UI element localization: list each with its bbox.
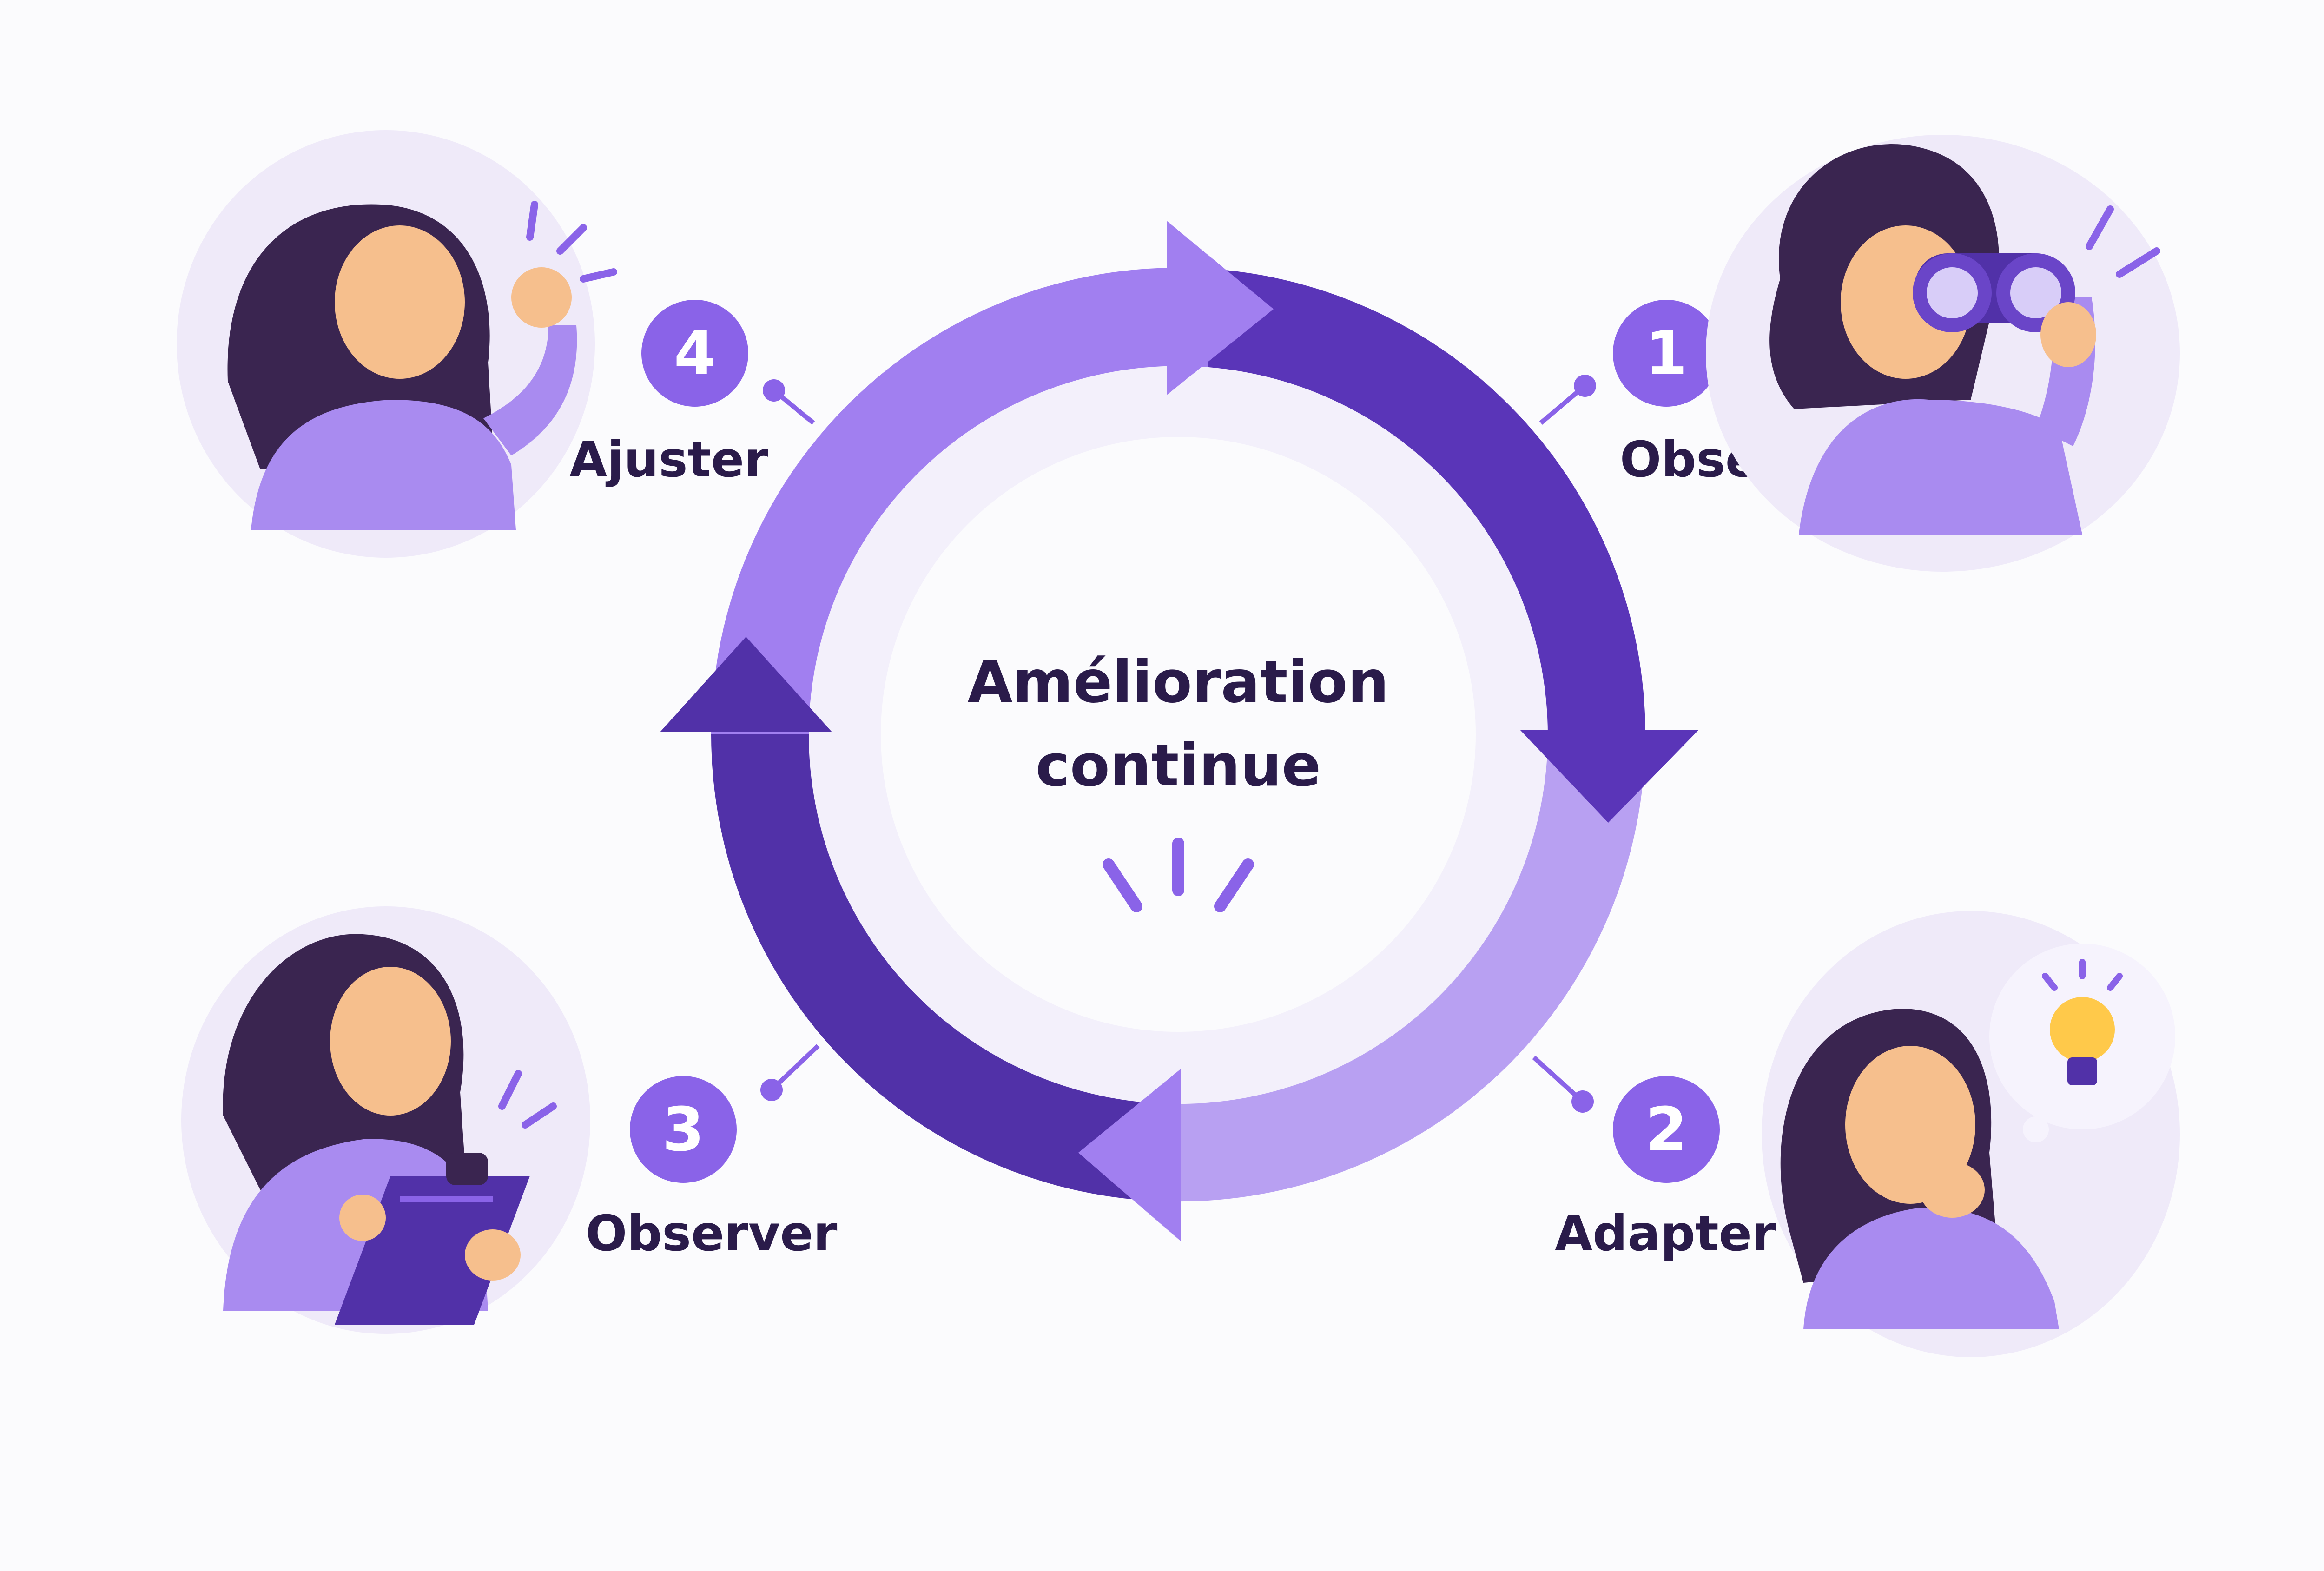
step-3: 3 Observer <box>181 906 838 1334</box>
woman-thinking-illustration <box>1762 911 2180 1357</box>
cycle-ring: Amélioration continue <box>660 221 1699 1241</box>
step-2-label: Adapter <box>1555 1205 1776 1262</box>
woman-binoculars-illustration <box>1706 135 2180 572</box>
arrowhead-left <box>660 637 832 732</box>
ring-segment-bottom-left <box>711 734 1171 1201</box>
step-2: 2 Adapter <box>1555 911 2180 1357</box>
ring-segment-top-right <box>1208 269 1645 734</box>
connectors <box>760 375 1596 1113</box>
center-title-line2: continue <box>1036 732 1321 799</box>
step-3-label: Observer <box>586 1205 838 1262</box>
step-2-badge <box>1613 1076 1720 1183</box>
arrowhead-bottom <box>1078 1069 1181 1241</box>
arrowhead-right <box>1520 730 1699 823</box>
step-1-number: 1 <box>1645 318 1687 389</box>
woman-fist-illustration <box>177 130 617 558</box>
step-4-badge <box>641 300 748 407</box>
woman-clipboard-illustration <box>181 906 590 1334</box>
step-4: 4 Ajuster <box>177 130 768 558</box>
arrowhead-top <box>1167 221 1274 395</box>
step-1: 1 Observer <box>1613 135 2180 572</box>
step-1-badge <box>1613 300 1720 407</box>
step-3-number: 3 <box>662 1094 704 1165</box>
step-4-number: 4 <box>674 318 716 389</box>
step-4-label: Ajuster <box>569 431 768 488</box>
center-title-line1: Amélioration <box>968 648 1389 716</box>
lightbulb-icon <box>2042 959 2123 1085</box>
sparkle-icon <box>1103 838 1254 912</box>
step-2-number: 2 <box>1645 1094 1687 1165</box>
center-inner-disc <box>881 437 1476 1032</box>
step-3-badge <box>630 1076 737 1183</box>
